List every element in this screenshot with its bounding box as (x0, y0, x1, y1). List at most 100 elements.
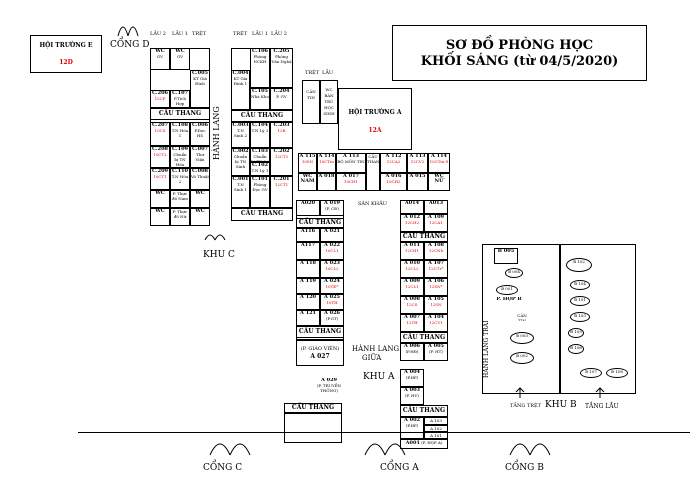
room-p-hop-b: P. HỌP B (491, 297, 527, 311)
floor-left-2: LẦU 1 (172, 31, 188, 37)
room-a015: A 015 (407, 173, 428, 191)
room-wc-3: WC (150, 208, 170, 226)
room-b105: B 105 (568, 328, 584, 338)
stair-c-east: CẦU THANG (231, 110, 293, 122)
room-b003: B 003 (510, 332, 534, 344)
hall-e-name: HỘI TRƯỜNG E (39, 42, 93, 49)
floor-left-1: LẦU 2 (150, 31, 166, 37)
room-a004: A 004(P.HP) (400, 369, 424, 387)
stair-a-east: CẦU THANG (400, 232, 448, 242)
room-a021: A 021 (320, 228, 344, 242)
ground-floor-label: TẦNG TRỆT (510, 403, 541, 409)
room-a121: A 121 (296, 310, 320, 326)
floor-mid-1: TRỆT (233, 31, 248, 37)
room-wc-nu: WC NỮ (428, 173, 450, 191)
room-a018: A 018 (317, 173, 336, 191)
title-box: SƠ ĐỒ PHÒNG HỌC KHỐI SÁNG (từ 04/5/2020) (392, 25, 647, 81)
room-cantin-b: CĂN TIN (514, 313, 530, 321)
room-wc-2: WC (190, 190, 210, 208)
stair-a-top: CẦU THANG (366, 153, 380, 191)
room-a120: A 120 (296, 294, 320, 310)
room-a117: A117 (296, 242, 320, 260)
room-b104: B 104 (570, 280, 590, 290)
stair-a-west: CẦU THANG (296, 218, 344, 228)
block-a-sw-rooms (284, 413, 342, 443)
room-a119: A 119 (296, 278, 320, 294)
room-cantin: CĂN TIN (302, 80, 320, 124)
room-wc-nam: WC NAM (298, 173, 317, 191)
room-b004: B 004 (505, 268, 523, 278)
stair-a-east-3: CẦU THANG (400, 405, 448, 417)
room-b001: B 001 (496, 285, 518, 295)
upper-floor-label: TẦNG LẦU (585, 403, 619, 410)
floor-top-2: LẦU (322, 70, 334, 76)
hall-a-name: HỘI TRƯỜNG A (348, 109, 402, 116)
room-a002: A 002(P.HP) (400, 417, 424, 439)
room-thuc-do-nu: P. Thực đồ Nữ (170, 208, 190, 226)
room-a014: A014 (400, 200, 424, 214)
gate-c-label: CỔNG C (203, 463, 243, 473)
room-a103: A 103 (424, 417, 448, 425)
room-b103: B 103 (570, 312, 590, 322)
room-a029: A 029(P. TRUYỀN THỐNG) (316, 378, 342, 400)
room-wc-4: WC (190, 208, 210, 226)
floor-left-3: TRỆT (192, 31, 207, 37)
gate-a-label: CỔNG A (380, 463, 419, 473)
gate-d-label: CỔNG D (110, 40, 150, 50)
title-line-1: SƠ ĐỒ PHÒNG HỌC (445, 38, 594, 53)
room-a003: A 003(P. HV) (400, 387, 424, 405)
hall-a: HỘI TRƯỜNG A 12A (338, 88, 412, 150)
room-b102: B 102 (566, 258, 592, 272)
room-a001: A001 (P. HỌP A) (400, 439, 448, 449)
zone-khu-a: KHU A (363, 372, 395, 382)
hallway-middle-1: HÀNH LANG (352, 345, 400, 353)
hall-e: HỘI TRƯỜNG E 12D (30, 35, 102, 73)
room-a020: A020 (296, 200, 320, 216)
room-a013: A013 (424, 200, 448, 214)
room-thuc-do-nam: P. Thực đồ Nam (170, 190, 190, 208)
room-a005: A 005(P. HT) (424, 343, 448, 361)
room-b005: B 005 (494, 248, 518, 264)
room-a102: A 102 (424, 425, 448, 432)
